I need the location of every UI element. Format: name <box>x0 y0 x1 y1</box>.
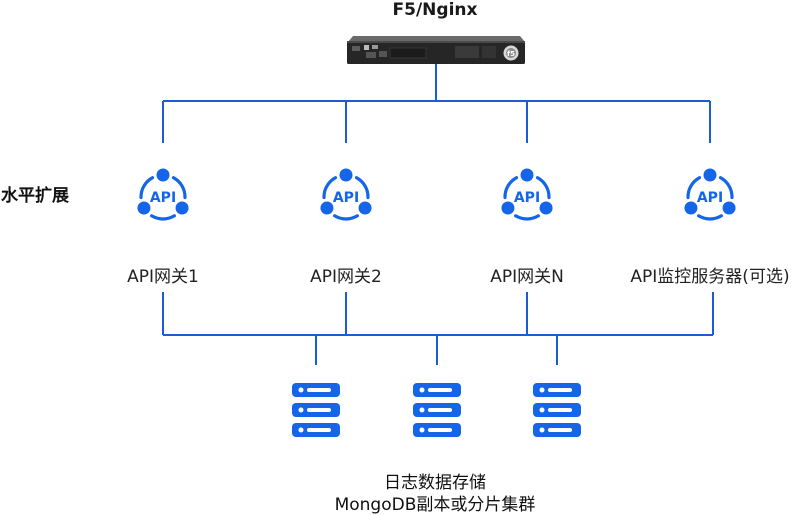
load-balancer-label: F5/Nginx <box>392 0 478 20</box>
connector-lines <box>162 64 714 365</box>
database-server-icon <box>413 383 461 437</box>
database-server-icon <box>292 383 340 437</box>
svg-text:f5: f5 <box>507 50 515 58</box>
database-server-icon <box>533 383 581 437</box>
gateway-icons: API API API API <box>137 168 736 221</box>
svg-text:API: API <box>697 190 723 206</box>
svg-text:API: API <box>333 190 359 206</box>
load-balancer-device-icon: f5 <box>347 36 525 64</box>
svg-text:API: API <box>150 190 176 206</box>
database-icons <box>292 383 581 437</box>
storage-title: 日志数据存储 <box>384 473 486 493</box>
gateway-label-2: API网关2 <box>310 267 382 287</box>
api-gateway-icon: API <box>320 168 372 221</box>
gateway-label-n: API网关N <box>490 267 564 287</box>
gateway-label-1: API网关1 <box>127 267 199 287</box>
api-gateway-icon: API <box>684 168 736 221</box>
horizontal-scaling-label: 水平扩展 <box>1 186 69 206</box>
monitor-server-label: API监控服务器(可选) <box>630 267 790 287</box>
storage-subtitle: MongoDB副本或分片集群 <box>334 495 536 515</box>
api-gateway-icon: API <box>137 168 189 221</box>
api-gateway-icon: API <box>501 168 553 221</box>
svg-text:API: API <box>514 190 540 206</box>
